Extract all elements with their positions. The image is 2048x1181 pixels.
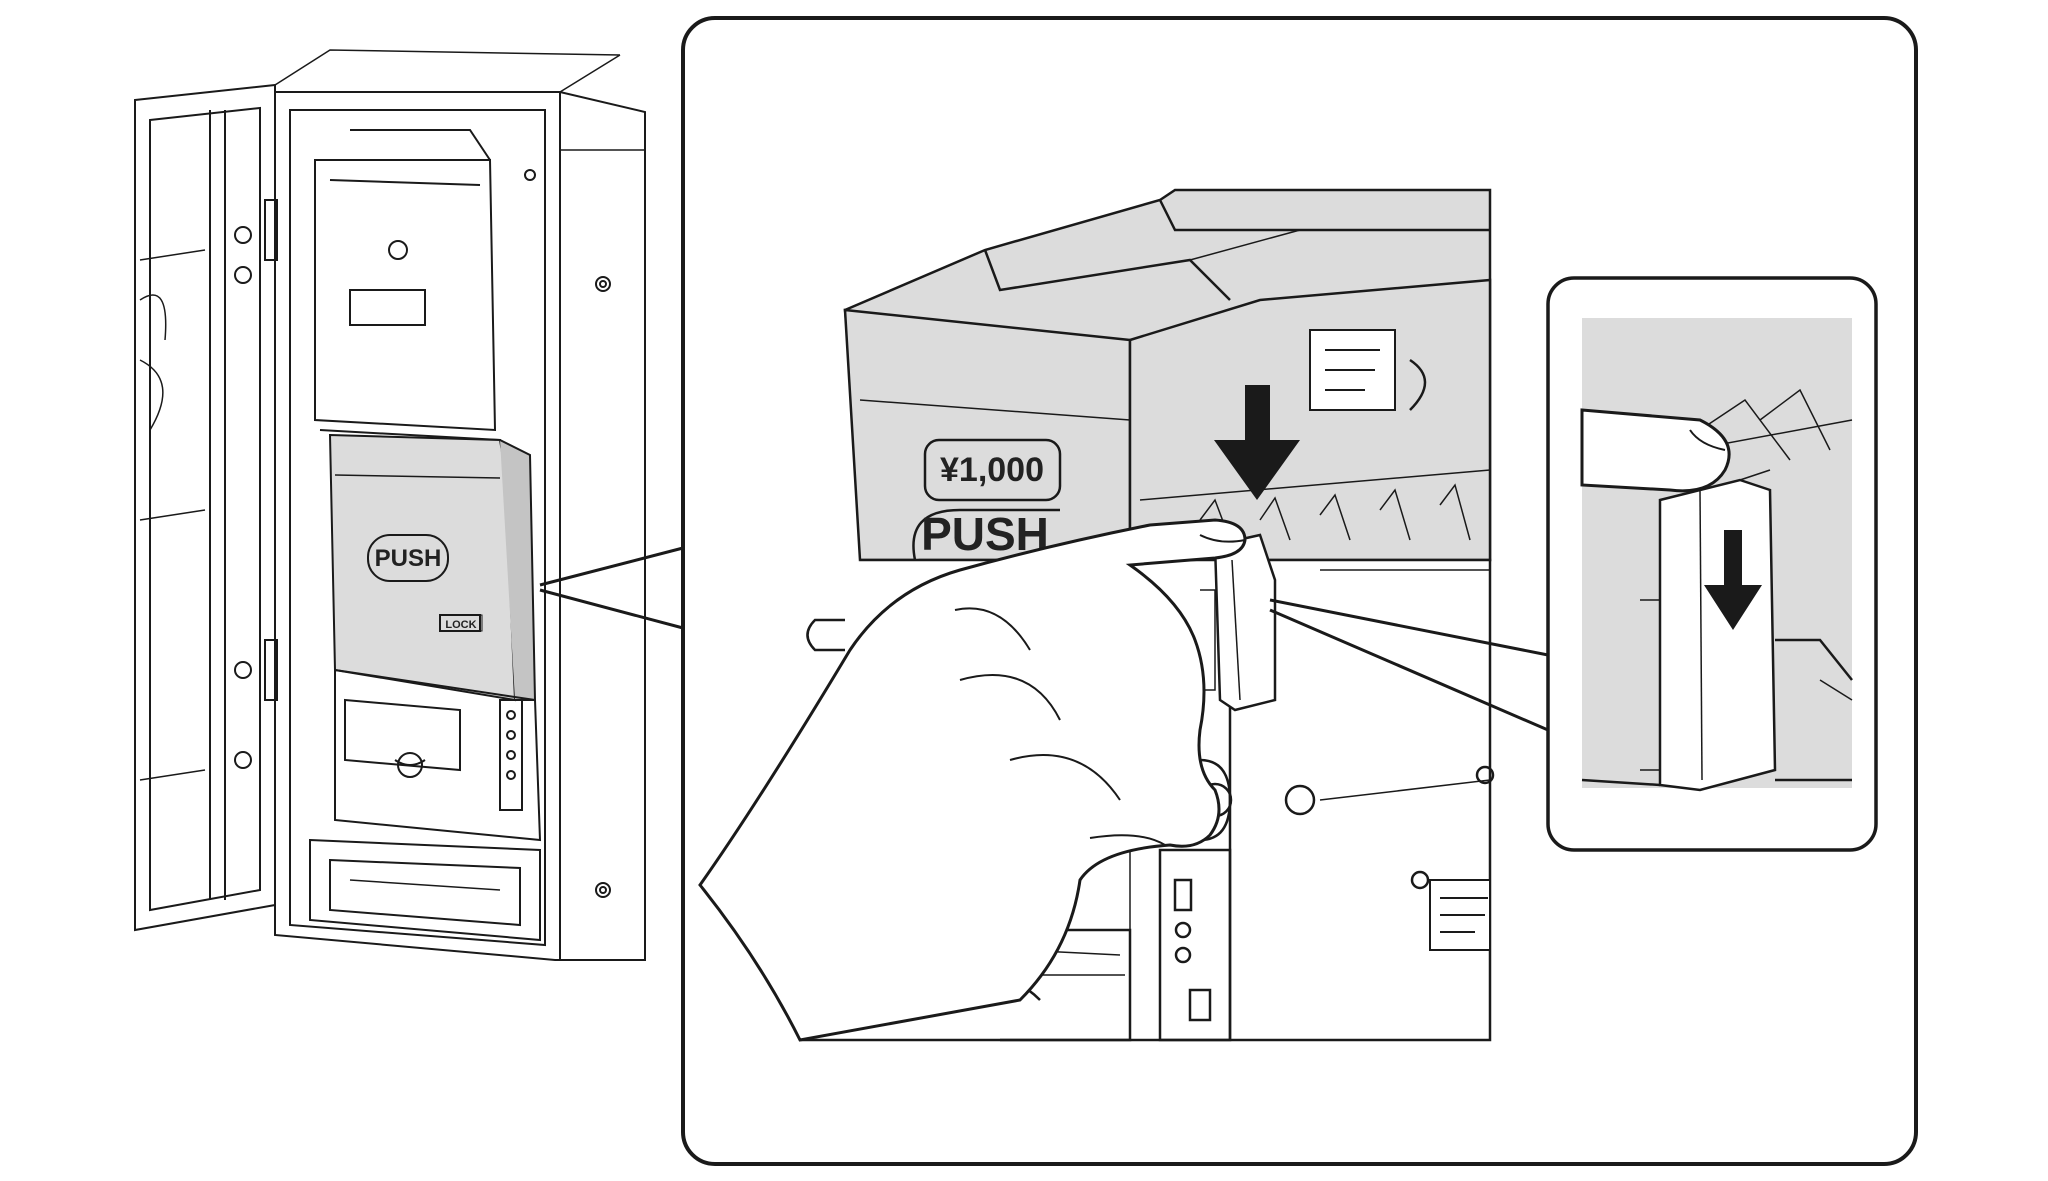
inset-finger <box>1580 408 1731 493</box>
inset-callout-lines <box>1269 598 1549 732</box>
denomination-label: ¥1,000 <box>940 451 1044 489</box>
lock-label: LOCK <box>445 619 476 631</box>
push-badge-small <box>367 534 449 582</box>
latch-closeup <box>1581 318 1853 792</box>
arrow-down-icon <box>1214 385 1300 500</box>
push-label-small: PUSH <box>375 545 442 572</box>
denomination-badge <box>923 438 1062 502</box>
hand <box>698 518 1247 1042</box>
machine-overview <box>134 49 646 961</box>
door-hinges <box>234 199 278 769</box>
arrow-down-icon <box>1704 530 1762 630</box>
callout-lines <box>539 546 684 630</box>
